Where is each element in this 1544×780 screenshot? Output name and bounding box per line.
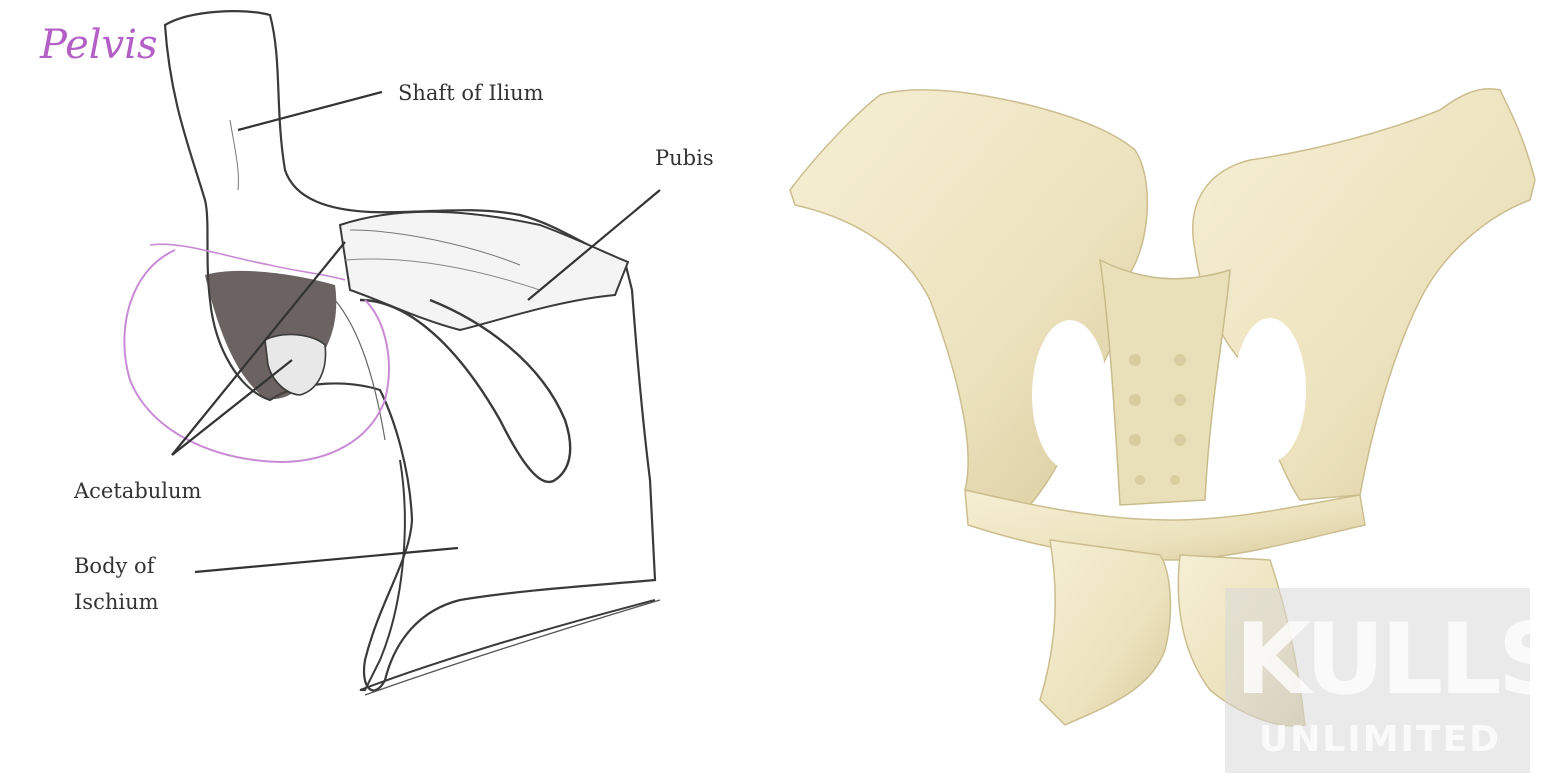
label-acetabulum: Acetabulum [74,478,201,504]
diagram-title: Pelvis [40,22,158,68]
label-shaft-of-ilium: Shaft of Ilium [398,80,544,106]
label-pubis: Pubis [655,145,714,171]
leader-acetabulum-2 [172,360,292,455]
label-body-of-ischium-line1: Body of [74,553,154,579]
label-body-of-ischium-line2: Ischium [74,589,159,615]
watermark-logo: KULLS UNLIMITED [1235,600,1525,770]
